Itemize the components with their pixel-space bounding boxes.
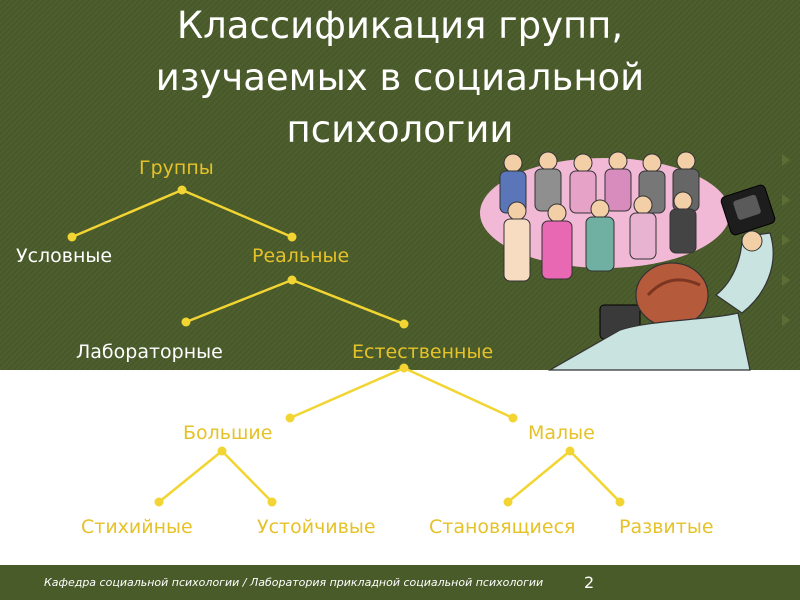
node-groups: Группы [139, 157, 214, 179]
tree-dot [177, 185, 187, 195]
node-small: Малые [528, 422, 595, 444]
page-number: 2 [584, 573, 595, 592]
tree-dot [287, 232, 297, 242]
edge-large-spontaneous [158, 450, 223, 503]
edge-root-conditional [71, 188, 183, 239]
tree-dot [154, 497, 164, 507]
edge-large-stable [221, 450, 273, 503]
tree-dot [217, 446, 227, 456]
node-developed: Развитые [619, 516, 714, 538]
photographer-head [635, 262, 709, 328]
slide-title: Классификация групп, изучаемых в социаль… [0, 0, 800, 156]
tree-dot [508, 413, 518, 423]
node-natural: Естественные [352, 341, 494, 363]
slide-background-light [0, 370, 800, 565]
node-conditional: Условные [16, 245, 113, 267]
node-real: Реальные [252, 245, 350, 267]
slide-footer-band [0, 565, 800, 600]
tree-dot [267, 497, 277, 507]
tree-dot [287, 275, 297, 285]
edge-real-laboratory [185, 278, 293, 324]
tree-dot [285, 413, 295, 423]
tree-dot [399, 363, 409, 373]
tree-dot [399, 319, 409, 329]
tree-dot [181, 317, 191, 327]
node-stable: Устойчивые [257, 516, 376, 538]
edge-real-natural [291, 278, 405, 326]
tree-dot [565, 446, 575, 456]
title-line-2: изучаемых в социальной [155, 56, 645, 99]
node-laboratory: Лабораторные [76, 341, 223, 363]
node-forming: Становящиеся [429, 516, 576, 538]
edge-natural-small [403, 366, 514, 420]
title-line-3: психологии [286, 108, 514, 151]
footer-text: Кафедра социальной психологии / Лаборато… [44, 576, 544, 589]
tree-dot [503, 497, 513, 507]
photographer-clipart [480, 151, 776, 371]
photographer-arm [714, 232, 774, 314]
photographer-body [547, 312, 751, 371]
node-spontaneous: Стихийные [81, 516, 193, 538]
node-large: Большие [183, 422, 273, 444]
camera-icon [720, 184, 776, 236]
title-line-1: Классификация групп, [176, 4, 624, 47]
tree-dot [615, 497, 625, 507]
edge-natural-large [289, 366, 405, 420]
edge-root-real [181, 188, 293, 239]
edge-small-developed [569, 450, 621, 503]
group-people-front-row [503, 191, 697, 282]
tree-dot [67, 232, 77, 242]
edge-small-forming [507, 450, 571, 503]
decorative-arrows-icon [782, 154, 790, 326]
